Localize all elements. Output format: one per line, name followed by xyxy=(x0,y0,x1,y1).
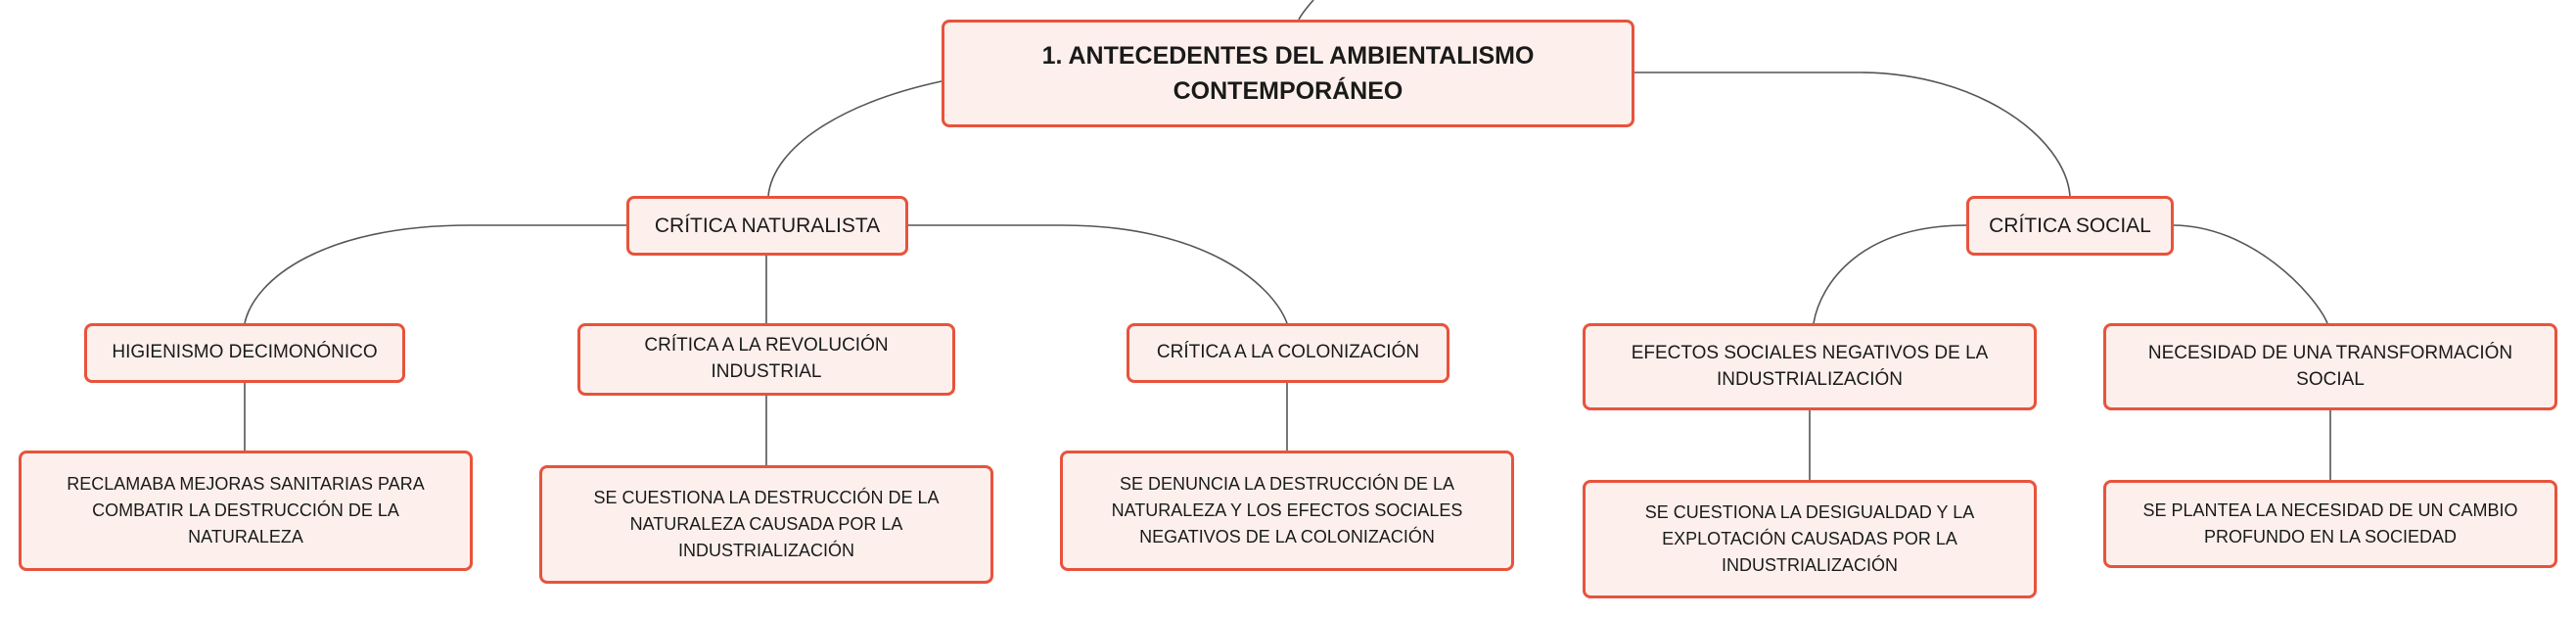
child-node-revolucion-industrial[interactable]: CRÍTICA A LA REVOLUCIÓN INDUSTRIAL xyxy=(577,323,955,396)
child-node-transformacion-social[interactable]: NECESIDAD DE UNA TRANSFORMACIÓN SOCIAL xyxy=(2103,323,2557,410)
child-node-efectos-sociales[interactable]: EFECTOS SOCIALES NEGATIVOS DE LA INDUSTR… xyxy=(1583,323,2037,410)
child-label: NECESIDAD DE UNA TRANSFORMACIÓN SOCIAL xyxy=(2147,342,2513,390)
child-node-colonizacion[interactable]: CRÍTICA A LA COLONIZACIÓN xyxy=(1127,323,1449,383)
branch-label: CRÍTICA SOCIAL xyxy=(1989,214,2151,237)
root-node-label: 1. ANTECEDENTES DEL AMBIENTALISMO CONTEM… xyxy=(1041,41,1535,105)
child-label: HIGIENISMO DECIMONÓNICO xyxy=(112,342,378,363)
child-label: CRÍTICA A LA COLONIZACIÓN xyxy=(1156,342,1420,363)
leaf-node-transformacion-detail[interactable]: SE PLANTEA LA NECESIDAD DE UN CAMBIO PRO… xyxy=(2103,480,2557,568)
connector-naturalista-higienismo xyxy=(244,224,626,324)
leaf-text: SE CUESTIONA LA DESIGUALDAD Y LA EXPLOTA… xyxy=(1644,502,1975,575)
connector-social-transformacion xyxy=(2172,224,2328,324)
branch-label: CRÍTICA NATURALISTA xyxy=(654,214,881,237)
child-node-higienismo[interactable]: HIGIENISMO DECIMONÓNICO xyxy=(84,323,405,383)
leaf-text: SE CUESTIONA LA DESTRUCCIÓN DE LA NATURA… xyxy=(593,488,940,560)
leaf-text: RECLAMABA MEJORAS SANITARIAS PARA COMBAT… xyxy=(67,474,425,547)
leaf-node-colonizacion-detail[interactable]: SE DENUNCIA LA DESTRUCCIÓN DE LA NATURAL… xyxy=(1060,451,1514,571)
root-node[interactable]: 1. ANTECEDENTES DEL AMBIENTALISMO CONTEM… xyxy=(942,20,1634,127)
child-label: EFECTOS SOCIALES NEGATIVOS DE LA INDUSTR… xyxy=(1631,342,1989,390)
branch-node-critica-naturalista[interactable]: CRÍTICA NATURALISTA xyxy=(626,196,908,256)
leaf-node-revolucion-detail[interactable]: SE CUESTIONA LA DESTRUCCIÓN DE LA NATURA… xyxy=(539,465,993,584)
connector-root-naturalista xyxy=(767,80,943,197)
child-label: CRÍTICA A LA REVOLUCIÓN INDUSTRIAL xyxy=(644,335,889,382)
connector-root-incoming xyxy=(1298,0,1314,21)
leaf-text: SE PLANTEA LA NECESIDAD DE UN CAMBIO PRO… xyxy=(2142,500,2518,547)
branch-node-critica-social[interactable]: CRÍTICA SOCIAL xyxy=(1966,196,2174,256)
connector-social-efectos xyxy=(1813,224,1968,324)
leaf-node-higienismo-detail[interactable]: RECLAMABA MEJORAS SANITARIAS PARA COMBAT… xyxy=(19,451,473,571)
leaf-node-efectos-detail[interactable]: SE CUESTIONA LA DESIGUALDAD Y LA EXPLOTA… xyxy=(1583,480,2037,598)
leaf-text: SE DENUNCIA LA DESTRUCCIÓN DE LA NATURAL… xyxy=(1111,474,1463,547)
connector-naturalista-colonizacion xyxy=(906,224,1288,324)
connector-root-social xyxy=(1633,71,2071,197)
